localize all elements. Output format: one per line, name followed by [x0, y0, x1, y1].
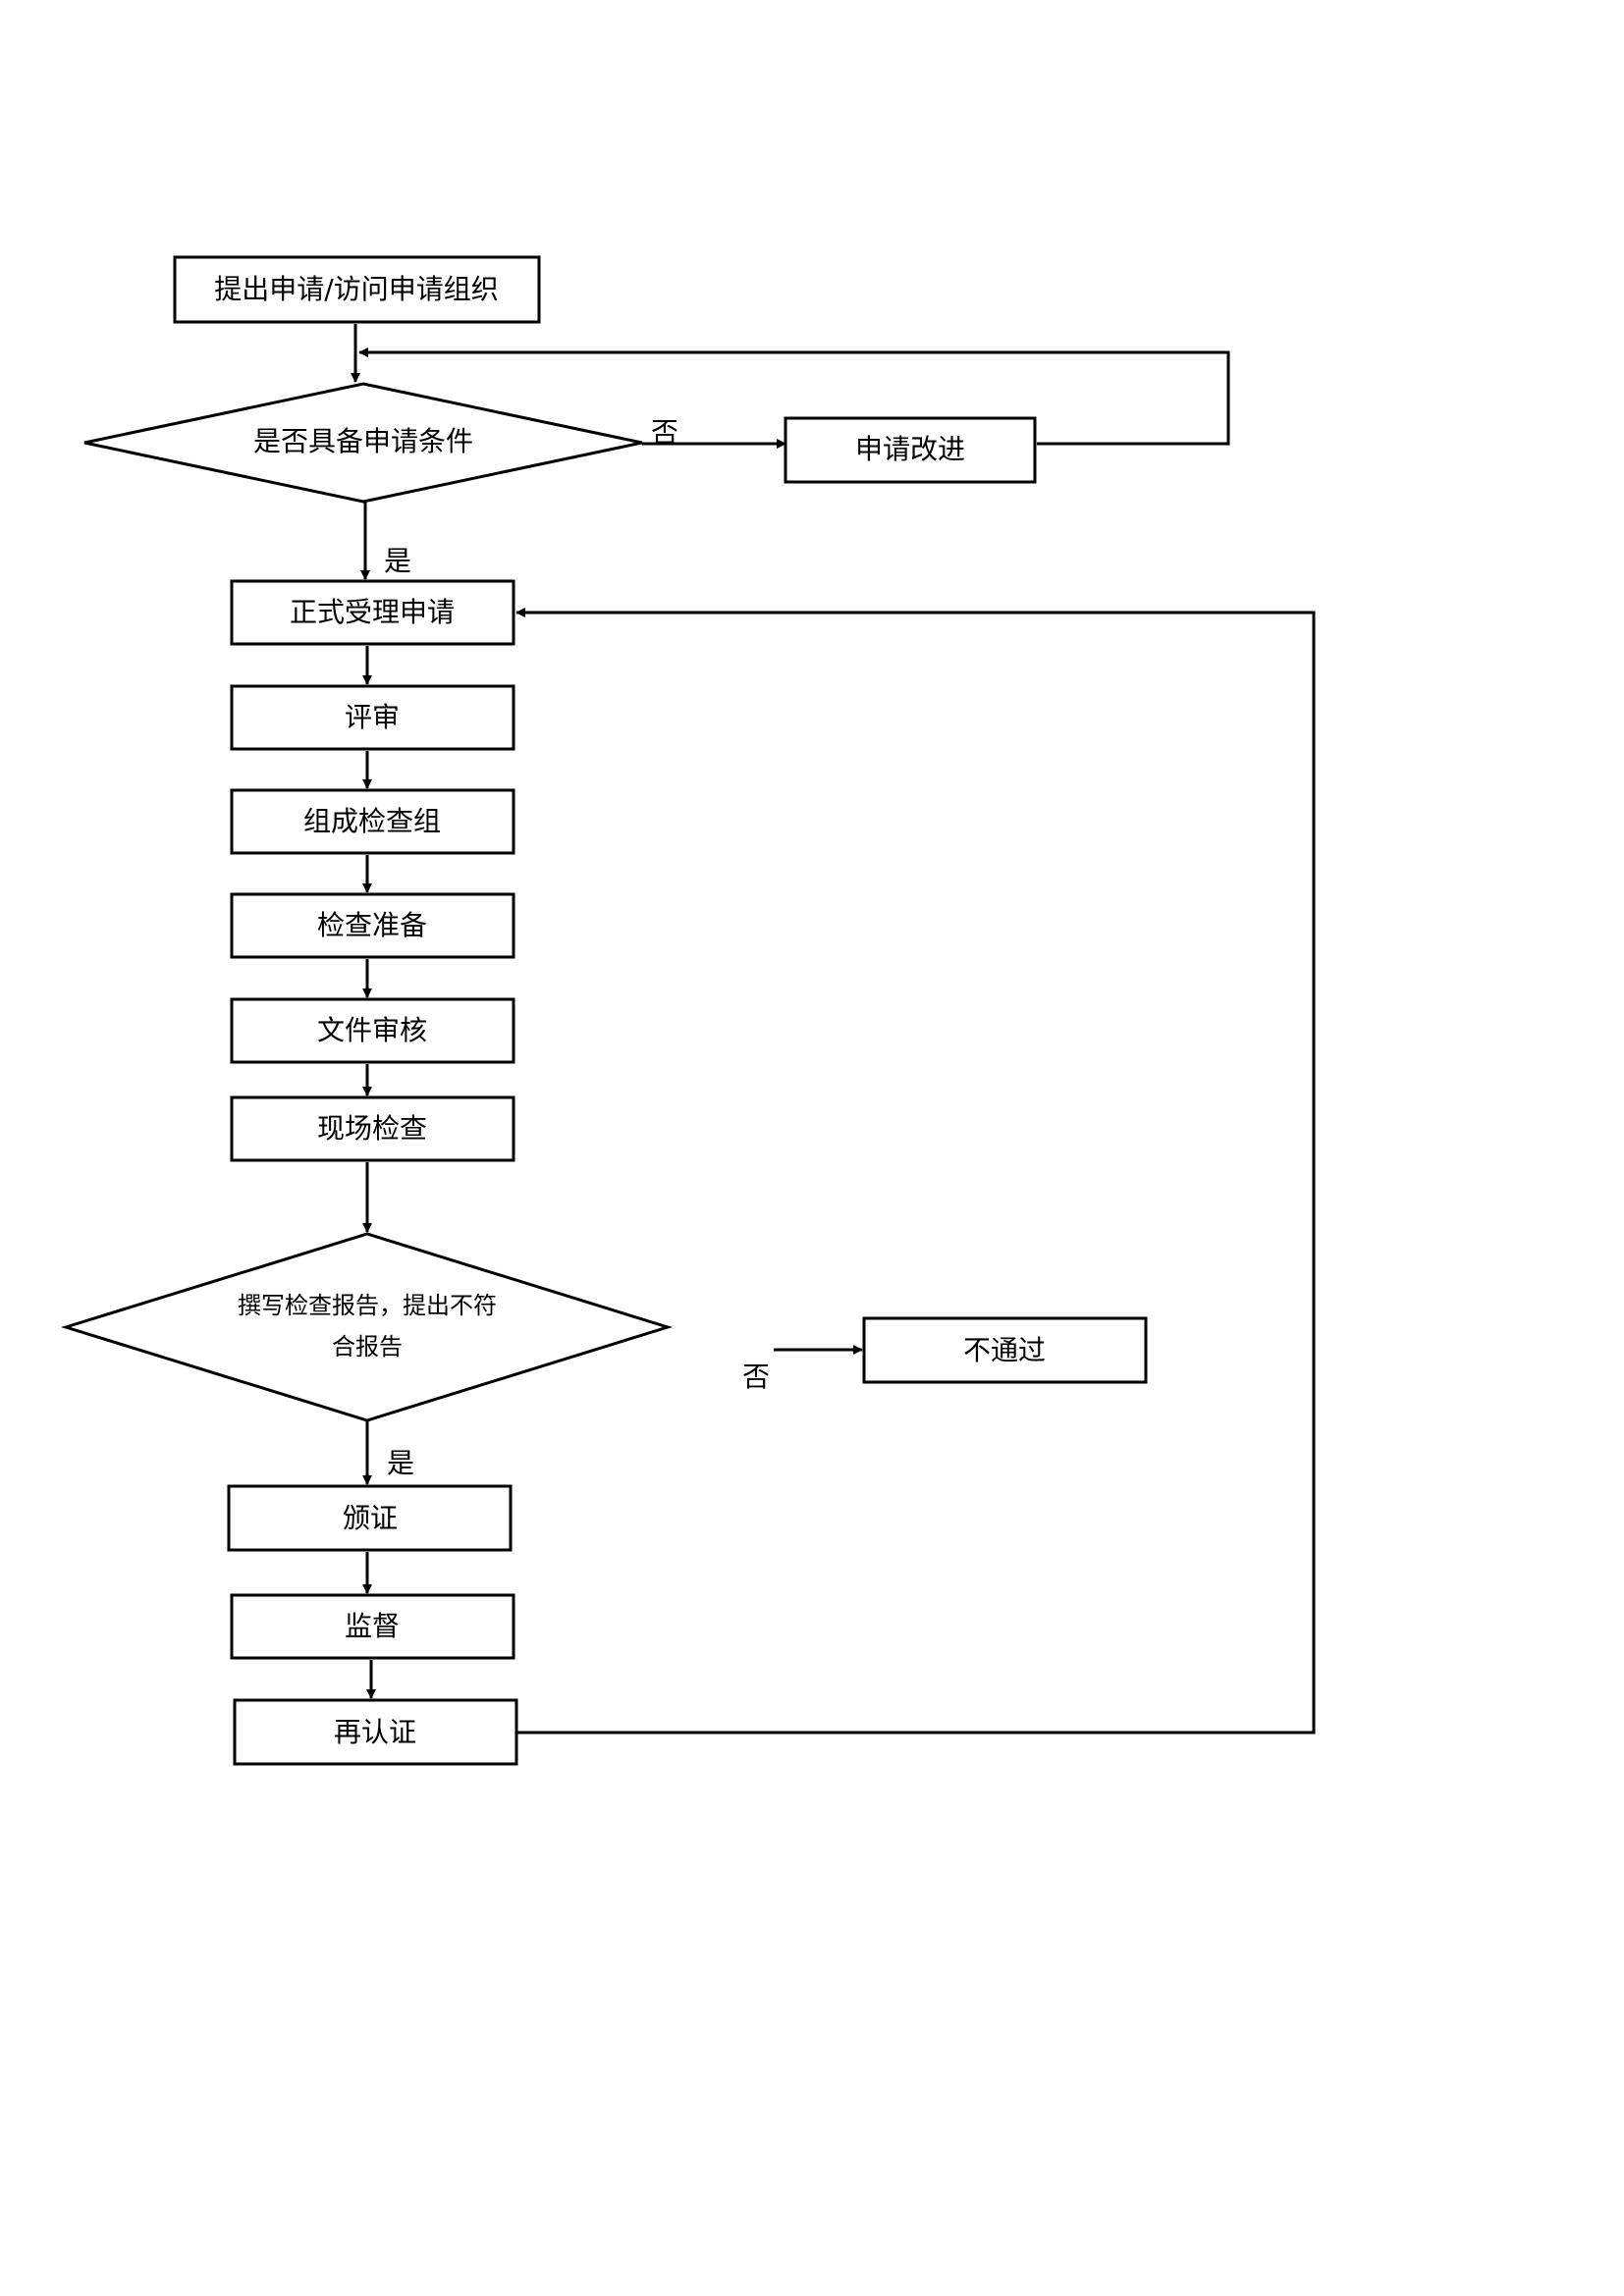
node-review-label: 评审 — [345, 701, 400, 733]
node-decision-report: 撰写检查报告，提出不符 合报告 — [60, 1232, 674, 1422]
node-decision-report-label-line2: 合报告 — [332, 1333, 403, 1361]
edge-recertify-loop-back — [515, 608, 1316, 1735]
node-decision-report-label-line1: 撰写检查报告，提出不符 — [238, 1292, 497, 1319]
node-review: 评审 — [230, 684, 515, 751]
node-accept-label: 正式受理申请 — [290, 596, 455, 628]
node-decision-eligible-label: 是否具备申请条件 — [253, 425, 473, 457]
node-improve-box — [784, 416, 1037, 484]
edge-label-eligible-no: 否 — [651, 416, 678, 449]
node-certify-box — [227, 1484, 513, 1552]
node-onsite-label: 现场检查 — [317, 1112, 427, 1145]
node-decision-eligible: 是否具备申请条件 — [83, 382, 643, 504]
edges — [351, 324, 1316, 1735]
node-fail-box — [862, 1316, 1148, 1384]
node-prep: 检查准备 — [230, 892, 515, 959]
node-apply-label: 提出申请/访问申请组织 — [214, 273, 498, 305]
node-team-box — [230, 788, 515, 855]
node-supervise: 监督 — [230, 1593, 515, 1660]
node-decision-eligible-shape — [83, 382, 643, 504]
node-recertify-label: 再认证 — [334, 1716, 416, 1748]
node-fail: 不通过 — [862, 1316, 1148, 1384]
node-certify: 颁证 — [227, 1484, 513, 1552]
edge-label-report-no: 否 — [742, 1361, 770, 1393]
node-improve-label: 申请改进 — [855, 433, 965, 465]
node-improve: 申请改进 — [784, 416, 1037, 484]
edge-label-eligible-yes: 是 — [384, 545, 411, 577]
node-supervise-box — [230, 1593, 515, 1660]
node-recertify: 再认证 — [233, 1698, 518, 1766]
edge-improve-loop-back — [358, 347, 1230, 446]
node-doc-review-label: 文件审核 — [317, 1014, 427, 1046]
node-onsite: 现场检查 — [230, 1095, 515, 1162]
node-doc-review-box — [230, 997, 515, 1064]
node-team: 组成检查组 — [230, 788, 515, 855]
node-supervise-label: 监督 — [345, 1610, 400, 1642]
node-accept: 正式受理申请 — [230, 579, 515, 646]
node-certify-label: 颁证 — [343, 1502, 398, 1534]
node-prep-label: 检查准备 — [317, 909, 427, 941]
node-doc-review: 文件审核 — [230, 997, 515, 1064]
node-apply: 提出申请/访问申请组织 — [173, 255, 541, 324]
node-onsite-box — [230, 1095, 515, 1162]
node-fail-label: 不通过 — [963, 1334, 1046, 1366]
node-accept-box — [230, 579, 515, 646]
node-team-label: 组成检查组 — [303, 805, 441, 837]
node-review-box — [230, 684, 515, 751]
node-prep-box — [230, 892, 515, 959]
node-apply-box — [173, 255, 541, 324]
node-recertify-box — [233, 1698, 518, 1766]
edge-label-report-yes: 是 — [387, 1447, 414, 1479]
node-decision-report-shape — [60, 1232, 674, 1422]
